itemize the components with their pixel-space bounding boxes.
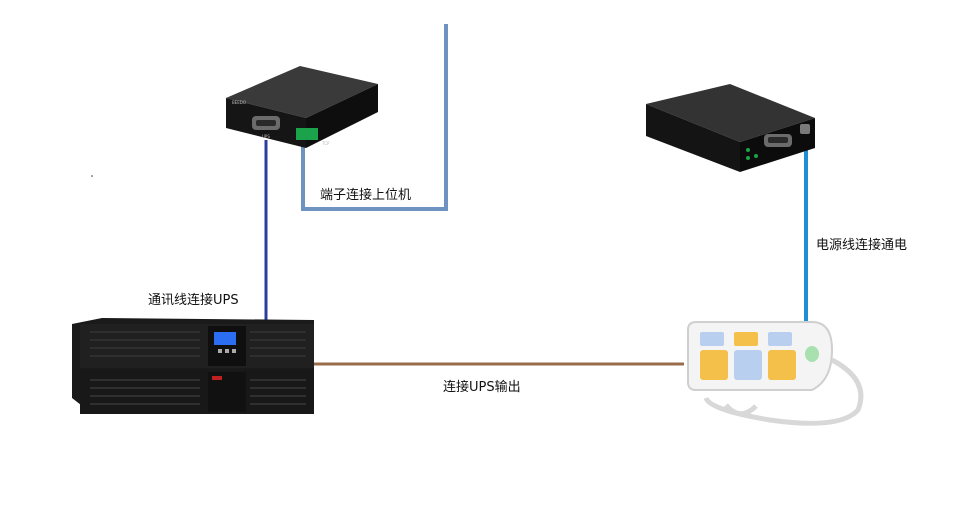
left-box-port-b: TCP bbox=[321, 141, 330, 146]
monitor-box-icon bbox=[646, 84, 815, 172]
power-cord-label: 电源线连接通电 bbox=[816, 238, 908, 253]
left-box-brand: BEEDO bbox=[232, 100, 246, 105]
left-box-port-a: UPS bbox=[262, 134, 270, 139]
pc-cable bbox=[301, 24, 448, 211]
ups-output-label: 连接UPS输出 bbox=[443, 380, 521, 395]
comm-to-ups-label: 通讯线连接UPS bbox=[148, 293, 239, 308]
terminal-to-pc-label: 端子连接上位机 bbox=[320, 188, 412, 203]
power-strip-icon bbox=[687, 321, 864, 426]
converter-box-icon: BEEDO UPS TCP bbox=[226, 66, 378, 148]
ups-icon bbox=[72, 318, 314, 414]
